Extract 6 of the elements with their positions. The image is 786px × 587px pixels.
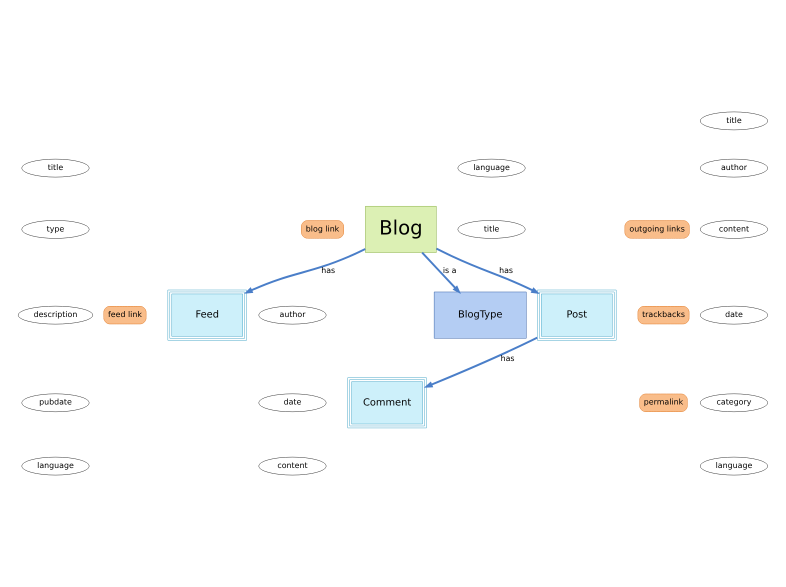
arrow [424,336,538,388]
node-box: BlogType [434,292,527,339]
arrow [436,248,540,294]
arrow [421,252,461,294]
arrow [244,248,366,294]
node-box: Blog [365,206,437,253]
